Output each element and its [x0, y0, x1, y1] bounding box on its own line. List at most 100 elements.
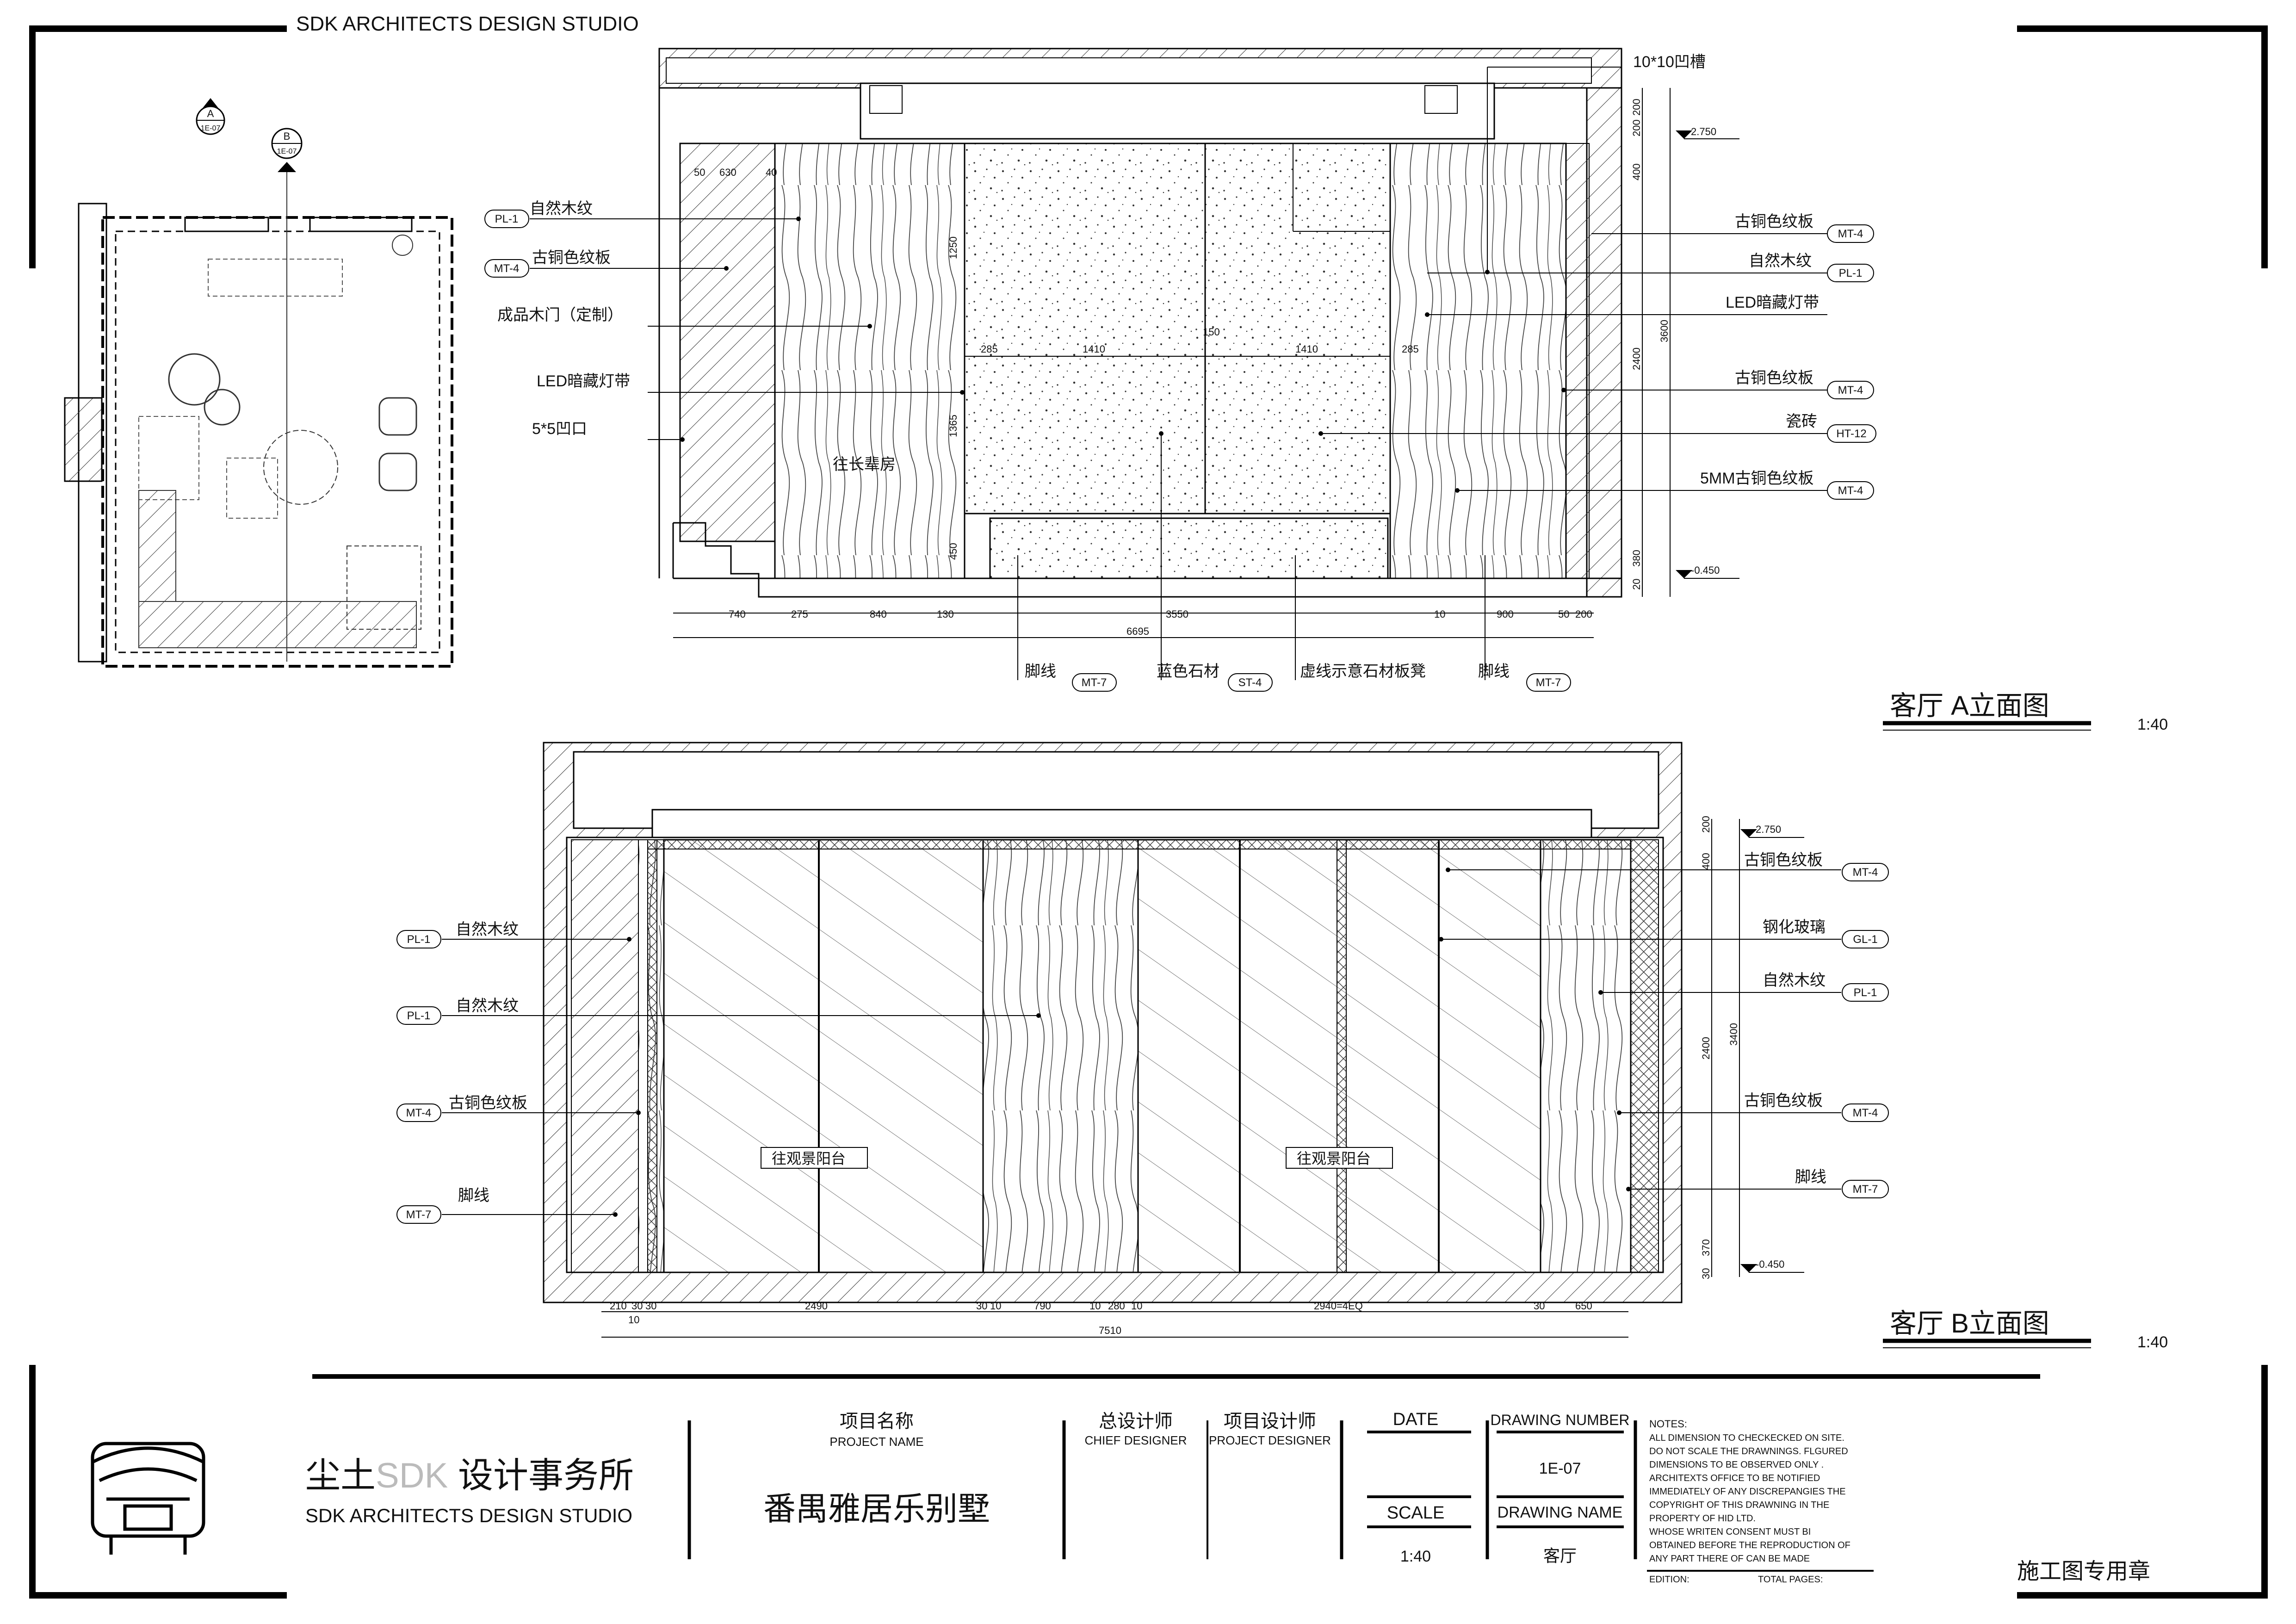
section-marker-a: A 1E-07: [196, 98, 225, 135]
label-text: 古铜色纹板: [1744, 851, 1823, 869]
elevation-a-title: 客厅 A立面图 1:40: [1883, 691, 2168, 733]
material-tag: PL-1: [495, 213, 519, 225]
dim-text: 900: [1497, 608, 1514, 620]
elevation-b-levels: 2.750 -0.450: [1740, 824, 1804, 1273]
material-tag: MT-7: [1536, 676, 1561, 689]
company-name-sdk: SDK: [376, 1456, 448, 1495]
dim-text: 1410: [1083, 343, 1105, 355]
label-text: 成品木门（定制）: [497, 306, 623, 324]
project-designer-label-en: PROJECT DESIGNER: [1209, 1433, 1331, 1447]
elevation-a-leaders: [530, 67, 1827, 680]
material-tag: MT-7: [406, 1209, 432, 1221]
label-text: 虚线示意石材板凳: [1300, 663, 1426, 680]
dim-text: 1410: [1295, 343, 1318, 355]
dim-text: 450: [947, 543, 959, 560]
dim-text: 200: [1631, 119, 1642, 136]
dim-text: 285: [1402, 343, 1419, 355]
note-line: ARCHITEXTS OFFICE TO BE NOTIFIED: [1649, 1473, 1820, 1483]
marker-a-ref: 1E-07: [201, 124, 221, 132]
label-text: 自然木纹: [456, 997, 519, 1015]
dim-text: 280: [1108, 1300, 1125, 1312]
material-tag: MT-4: [406, 1107, 432, 1119]
balcony-note-right: 往观景阳台: [1297, 1150, 1371, 1167]
dim-text: 740: [729, 608, 746, 620]
drawing-number-label: DRAWING NUMBER: [1490, 1412, 1629, 1428]
chief-designer-label-en: CHIEF DESIGNER: [1084, 1433, 1187, 1447]
material-tag: MT-4: [1838, 228, 1863, 240]
dim-text: 370: [1700, 1239, 1712, 1256]
scale-label: SCALE: [1387, 1503, 1445, 1523]
label-text: 自然木纹: [1763, 972, 1826, 989]
label-text: 蓝色石材: [1157, 663, 1219, 680]
elevation-b-dim-text: 210 30 30 2490 30 10 790 10 280 10 2940=…: [610, 816, 1739, 1336]
notes-block: NOTES: ALL DIMENSION TO CHECKECKED ON SI…: [1647, 1418, 1874, 1585]
project-name-label: 项目名称: [840, 1411, 914, 1432]
material-tag: PL-1: [407, 933, 431, 946]
elevation-b-dimensions: [601, 819, 1740, 1338]
note-line: ALL DIMENSION TO CHECKECKED ON SITE.: [1649, 1433, 1844, 1443]
dim-text: 30: [1700, 1268, 1712, 1279]
dim-text: 10: [1131, 1300, 1142, 1312]
label-text: LED暗藏灯带: [1726, 294, 1819, 311]
label-text: 自然木纹: [456, 921, 519, 938]
chief-designer-label: 总设计师: [1099, 1411, 1173, 1432]
dim-text: 10: [1089, 1300, 1101, 1312]
company-logo: [91, 1442, 205, 1555]
material-tag: MT-7: [1082, 676, 1107, 689]
dim-text: 2400: [1700, 1037, 1712, 1060]
sheet-frame: [29, 25, 2268, 1599]
dim-text: 10: [990, 1300, 1001, 1312]
dim-text: 200: [1631, 99, 1642, 116]
scale-value: 1:40: [1400, 1548, 1431, 1565]
dim-text: 3600: [1659, 320, 1670, 342]
door-note: 往长辈房: [833, 456, 896, 473]
elevation-scale: 1:40: [2137, 716, 2168, 733]
material-tag: PL-1: [1854, 986, 1877, 999]
dim-text: 630: [719, 167, 736, 178]
dim-text: 400: [1631, 163, 1642, 180]
material-tag: MT-4: [1838, 384, 1863, 397]
material-tag: MT-4: [1853, 866, 1878, 879]
dim-text: 3550: [1166, 608, 1188, 620]
drawing-number: 1E-07: [1539, 1460, 1581, 1477]
dim-text: 20: [1631, 579, 1642, 590]
material-tag: PL-1: [1839, 267, 1863, 279]
label-text: 脚线: [1025, 663, 1056, 680]
dim-text: 30: [976, 1300, 987, 1312]
note-line: COPYRIGHT OF THIS DRAWNING IN THE: [1649, 1500, 1829, 1510]
elevation-b-labels-left: 自然木纹 PL-1 自然木纹 PL-1 古铜色纹板 MT-4 脚线 MT-7: [396, 921, 527, 1224]
level-bottom: -0.450: [1691, 564, 1720, 576]
dim-text: 400: [1700, 853, 1712, 870]
label-text: 脚线: [1478, 663, 1510, 680]
company-name-cn: 尘土: [305, 1456, 376, 1495]
dim-text: 790: [1034, 1300, 1051, 1312]
elevation-a-dimensions: [673, 88, 1671, 638]
company-name-en: SDK ARCHITECTS DESIGN STUDIO: [305, 1505, 632, 1526]
note-line: WHOSE WRITEN CONSENT MUST BI: [1649, 1527, 1811, 1537]
drawing-name-label: DRAWING NAME: [1498, 1504, 1623, 1521]
balcony-note-left: 往观景阳台: [772, 1150, 846, 1167]
material-tag: MT-4: [1853, 1107, 1878, 1119]
label-text: 10*10凹槽: [1633, 53, 1706, 71]
label-text: 脚线: [458, 1187, 489, 1204]
date-label: DATE: [1393, 1410, 1439, 1429]
dim-text: 30: [645, 1300, 656, 1312]
elevation-a-drawing: [658, 48, 1622, 598]
label-text: 5MM古铜色纹板: [1700, 470, 1814, 487]
dim-text: 650: [1575, 1300, 1592, 1312]
note-line: IMMEDIATELY OF ANY DISCREPANGIES THE: [1649, 1487, 1846, 1497]
dim-text: 275: [791, 608, 808, 620]
elevation-title: 客厅 A立面图: [1890, 691, 2049, 721]
dim-text: 30: [631, 1300, 643, 1312]
dim-text: 40: [766, 167, 777, 178]
label-text: 古铜色纹板: [449, 1094, 527, 1112]
label-text: 古铜色纹板: [532, 249, 611, 267]
marker-b-ref: 1E-07: [277, 148, 297, 155]
drawing-name: 客厅: [1543, 1546, 1577, 1565]
level-bottom: -0.450: [1756, 1258, 1784, 1270]
total-pages-label: TOTAL PAGES:: [1758, 1574, 1823, 1585]
elevation-a-dim-text: 740 275 840 130 3550 10 900 50 200 6695 …: [694, 99, 1670, 637]
level-top: 2.750: [1756, 824, 1781, 835]
label-text: 脚线: [1795, 1168, 1826, 1186]
